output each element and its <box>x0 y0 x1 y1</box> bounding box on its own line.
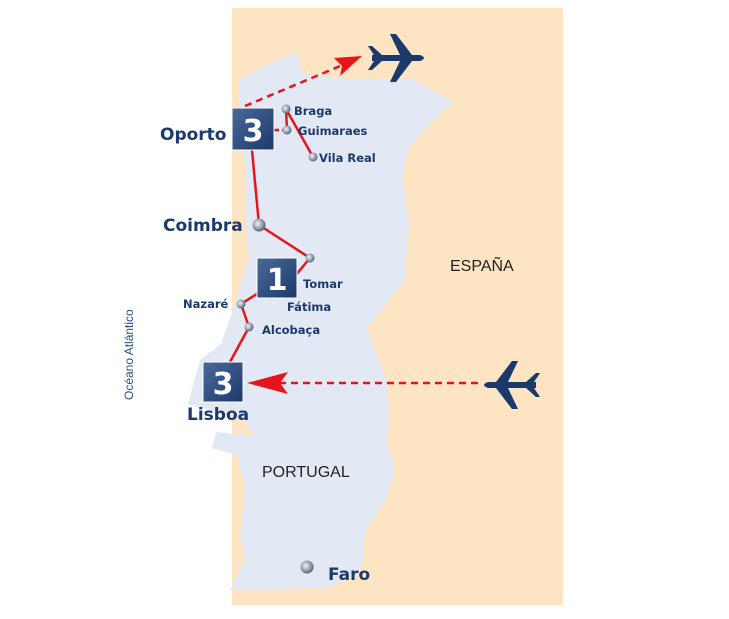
fatima-nights: 1 <box>267 263 288 298</box>
oporto-nights-badge[interactable]: 3 <box>231 107 275 151</box>
alcobaca-marker[interactable] <box>244 322 254 332</box>
oporto-nights: 3 <box>243 114 264 149</box>
tomar-marker[interactable] <box>305 253 315 263</box>
ocean-label: Océano Atlántico <box>122 309 136 400</box>
braga-label: Braga <box>294 104 332 118</box>
coimbra-marker[interactable] <box>252 218 266 232</box>
lisboa-nights: 3 <box>213 367 234 402</box>
route-braga-vilareal <box>284 108 315 158</box>
vila-real-marker[interactable] <box>308 152 318 162</box>
faro-marker[interactable] <box>300 560 314 574</box>
fatima-nights-badge[interactable]: 1 <box>256 257 298 299</box>
spain-label: ESPAÑA <box>450 255 514 275</box>
nazare-label: Nazaré <box>183 297 229 311</box>
guimaraes-marker[interactable] <box>282 125 292 135</box>
route-alcobaca-lisboa <box>228 326 251 363</box>
portugal-label: PORTUGAL <box>262 464 350 481</box>
braga-marker[interactable] <box>281 104 291 114</box>
oporto-label: Oporto <box>160 125 227 145</box>
route-coimbra-tomar <box>258 223 311 260</box>
arrowhead-in <box>247 372 288 394</box>
vila-real-label: Vila Real <box>319 151 376 165</box>
airplane-icon <box>368 34 424 82</box>
guimaraes-label: Guimaraes <box>298 124 368 138</box>
lisboa-nights-badge[interactable]: 3 <box>202 361 244 403</box>
fatima-label: Fátima <box>287 300 331 314</box>
coimbra-label: Coimbra <box>163 216 243 236</box>
nazare-marker[interactable] <box>236 299 246 309</box>
airplane-icon <box>484 361 540 409</box>
flight-out-line <box>244 62 346 108</box>
alcobaca-label: Alcobaça <box>262 323 320 337</box>
arrowhead-out <box>334 56 362 76</box>
lisboa-label: Lisboa <box>187 405 249 425</box>
faro-label: Faro <box>328 565 370 585</box>
route-oporto-coimbra <box>250 149 261 226</box>
tomar-label: Tomar <box>303 277 343 291</box>
